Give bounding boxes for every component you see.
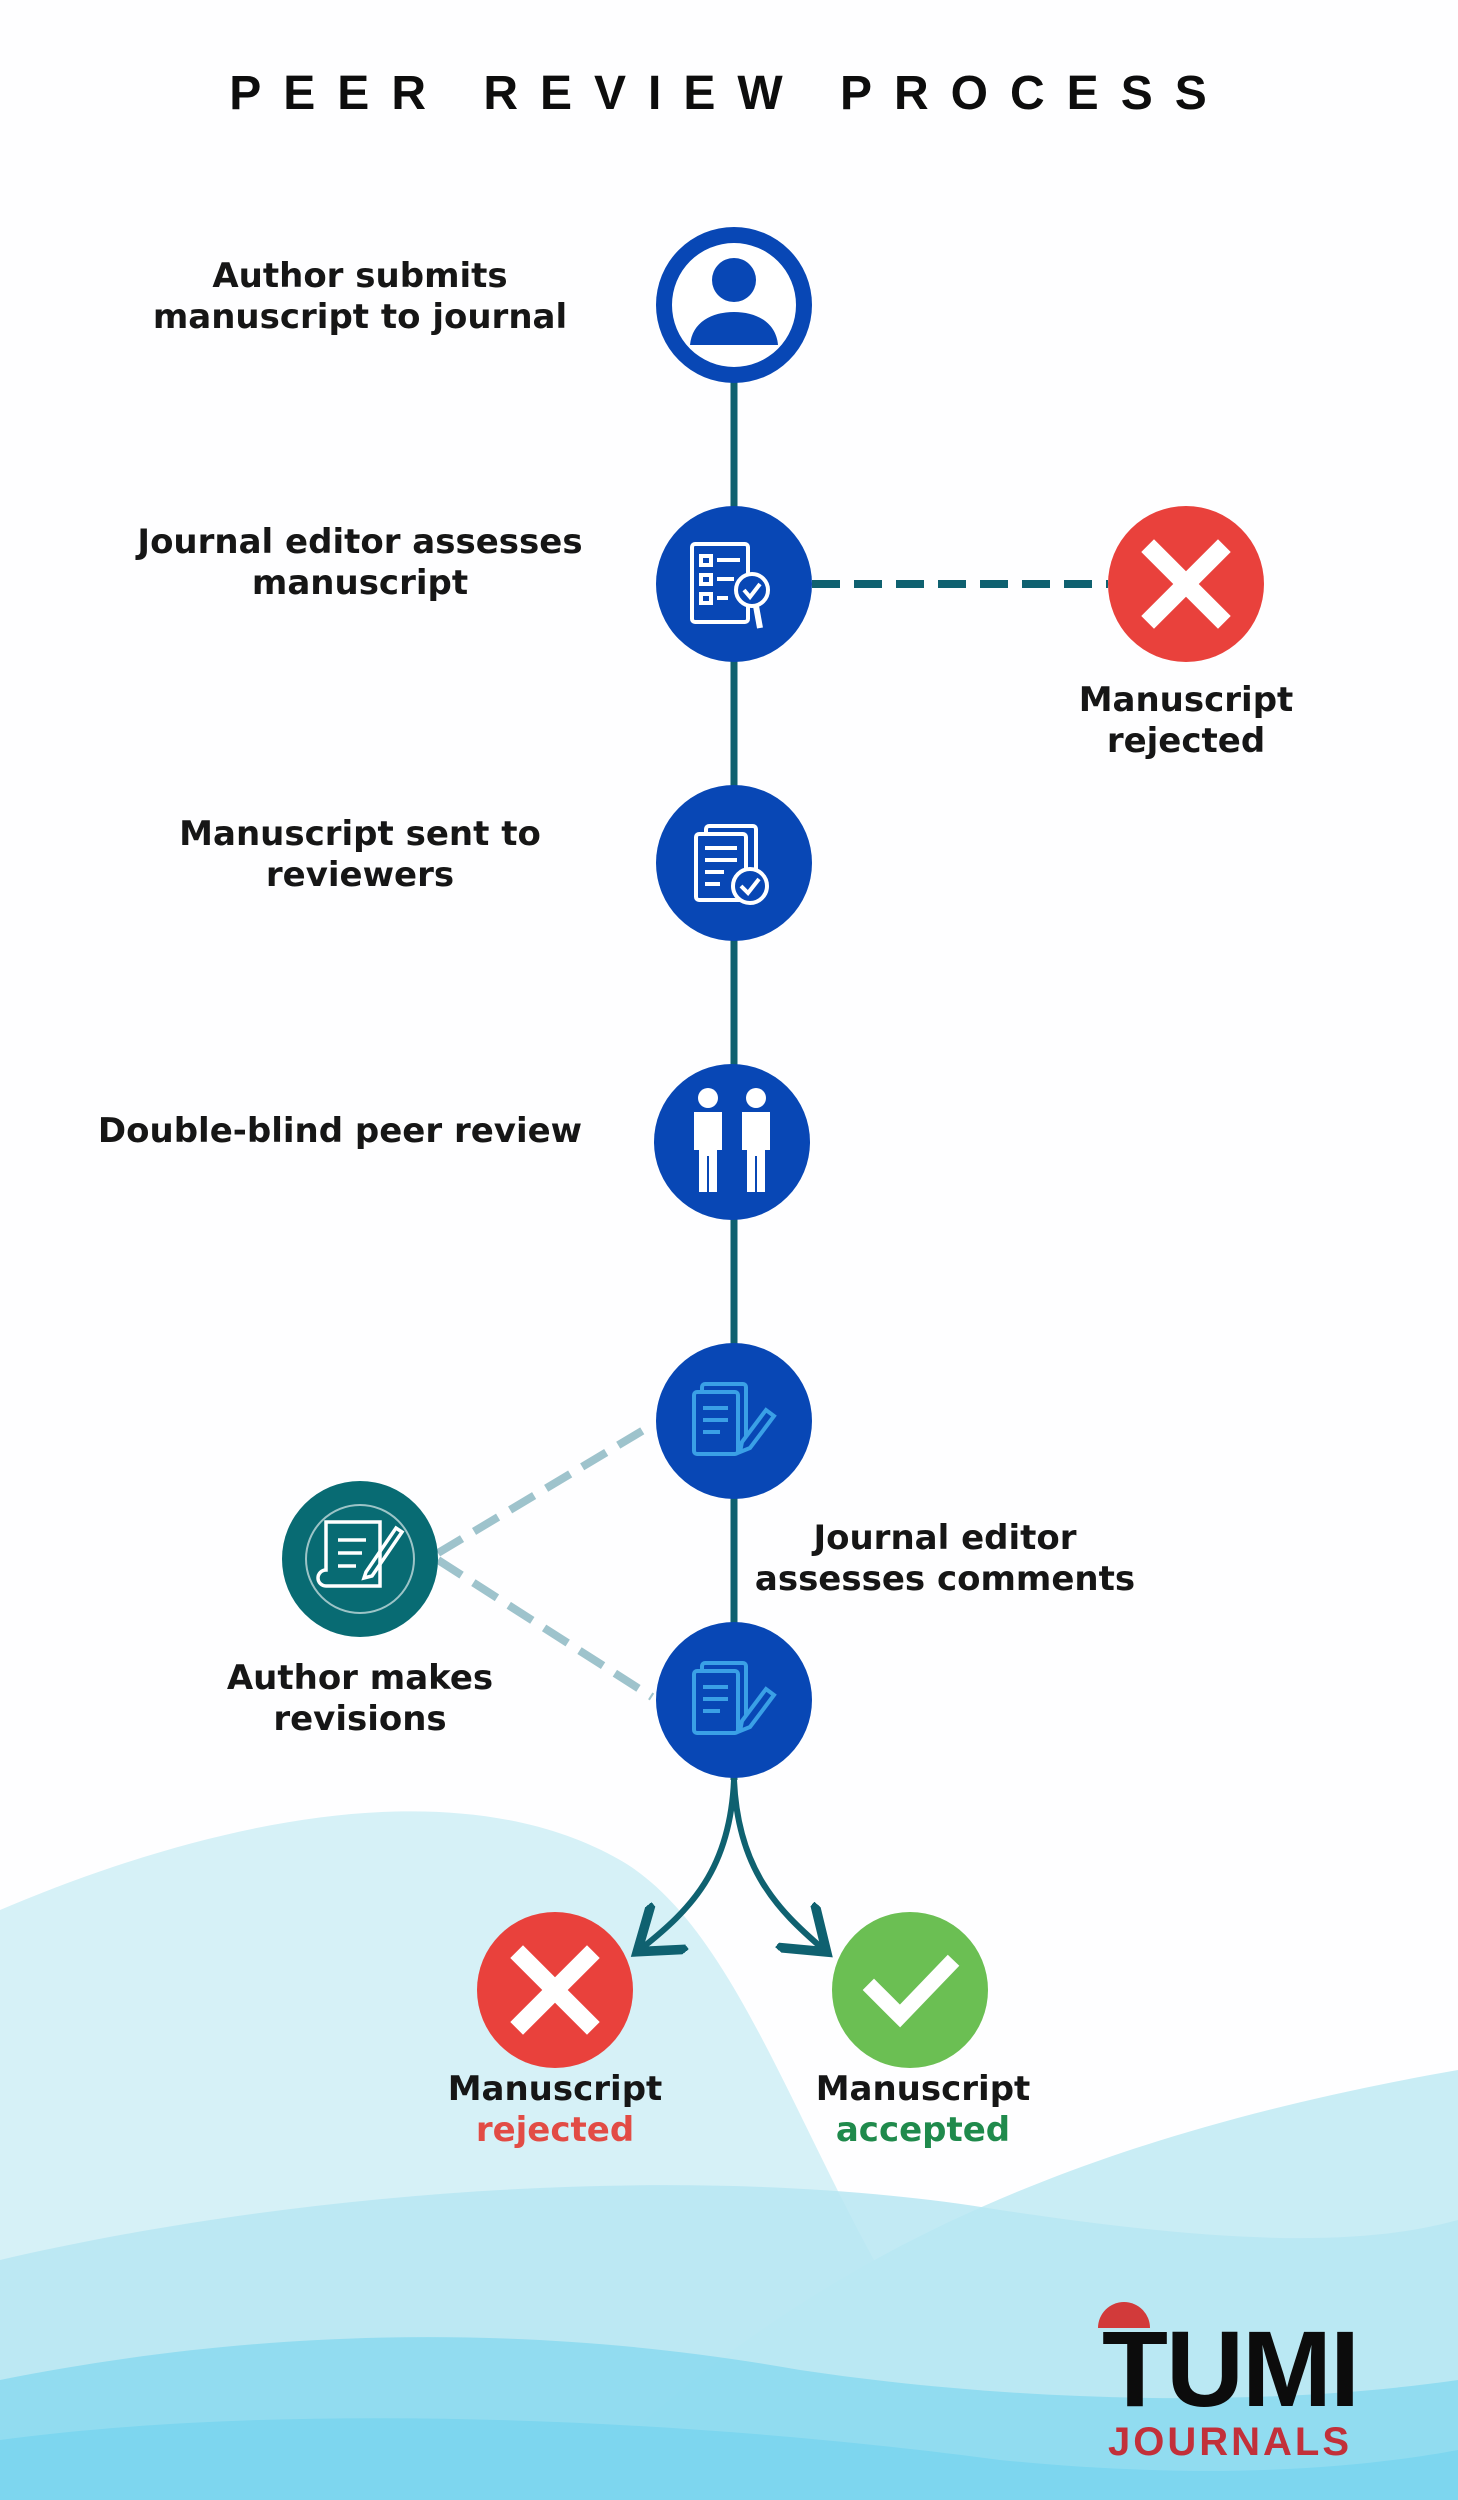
revision-node (282, 1481, 438, 1637)
x-icon (510, 1945, 600, 2035)
wave-deep (0, 2418, 1458, 2500)
revision-dashed-connector-lower (435, 1556, 655, 1701)
outcome-rejected-node (477, 1912, 633, 2068)
step-label-editor-comments: Journal editor assesses comments (754, 1518, 1136, 1599)
step-node-editor-assess (656, 506, 812, 662)
document-pen-icon (692, 1661, 777, 1735)
checkmark-icon (862, 1954, 960, 2028)
early-rejection-label: Manuscript rejected (1036, 680, 1336, 762)
two-people-icon (694, 1088, 770, 1192)
revision-dashed-connector-upper (435, 1421, 655, 1557)
arrow-to-rejected (642, 1779, 737, 1948)
logo-name: TUMI (1102, 2308, 1360, 2429)
step-node-peer-review (654, 1064, 810, 1220)
outcome-accepted-line1: Manuscript (815, 2069, 1031, 2109)
early-rejection-node (1108, 506, 1264, 662)
step-label-submit: Author submits manuscript to journal (152, 256, 568, 337)
early-rejection-line1: Manuscript (1078, 680, 1294, 720)
step-label-sent-reviewers: Manuscript sent to reviewers (179, 814, 541, 895)
early-rejection-line2: rejected (1106, 720, 1266, 761)
arrow-to-accepted (731, 1779, 822, 1948)
outcome-rejected-status: rejected (475, 2109, 635, 2150)
step-label-editor-assess: Journal editor assesses manuscript (137, 522, 583, 603)
step-node-comments-upper (656, 1343, 812, 1499)
revision-label: Author makes revisions (226, 1658, 494, 1739)
outcome-rejected-label: Manuscript rejected (405, 2069, 705, 2151)
step-node-submit (656, 227, 812, 383)
step-label-peer-review: Double-blind peer review (97, 1111, 583, 1151)
checklist-magnifier-icon (690, 542, 770, 629)
logo-subtitle: JOURNALS (1107, 2420, 1353, 2464)
outcome-rejected-line1: Manuscript (447, 2069, 663, 2109)
documents-check-icon (694, 824, 769, 905)
step-node-comments-lower (656, 1622, 812, 1778)
page-title: PEER REVIEW PROCESS (229, 67, 1229, 120)
outcome-accepted-status: accepted (835, 2109, 1011, 2150)
document-pen-icon (692, 1382, 777, 1456)
outcome-accepted-node (832, 1912, 988, 2068)
scroll-quill-icon (305, 1504, 415, 1614)
person-icon (672, 243, 796, 367)
x-icon (1141, 539, 1231, 629)
outcome-accepted-label: Manuscript accepted (773, 2069, 1073, 2151)
logo-cap-shape (1098, 2302, 1150, 2328)
background-waves (0, 1811, 1458, 2500)
step-node-sent-reviewers (656, 785, 812, 941)
